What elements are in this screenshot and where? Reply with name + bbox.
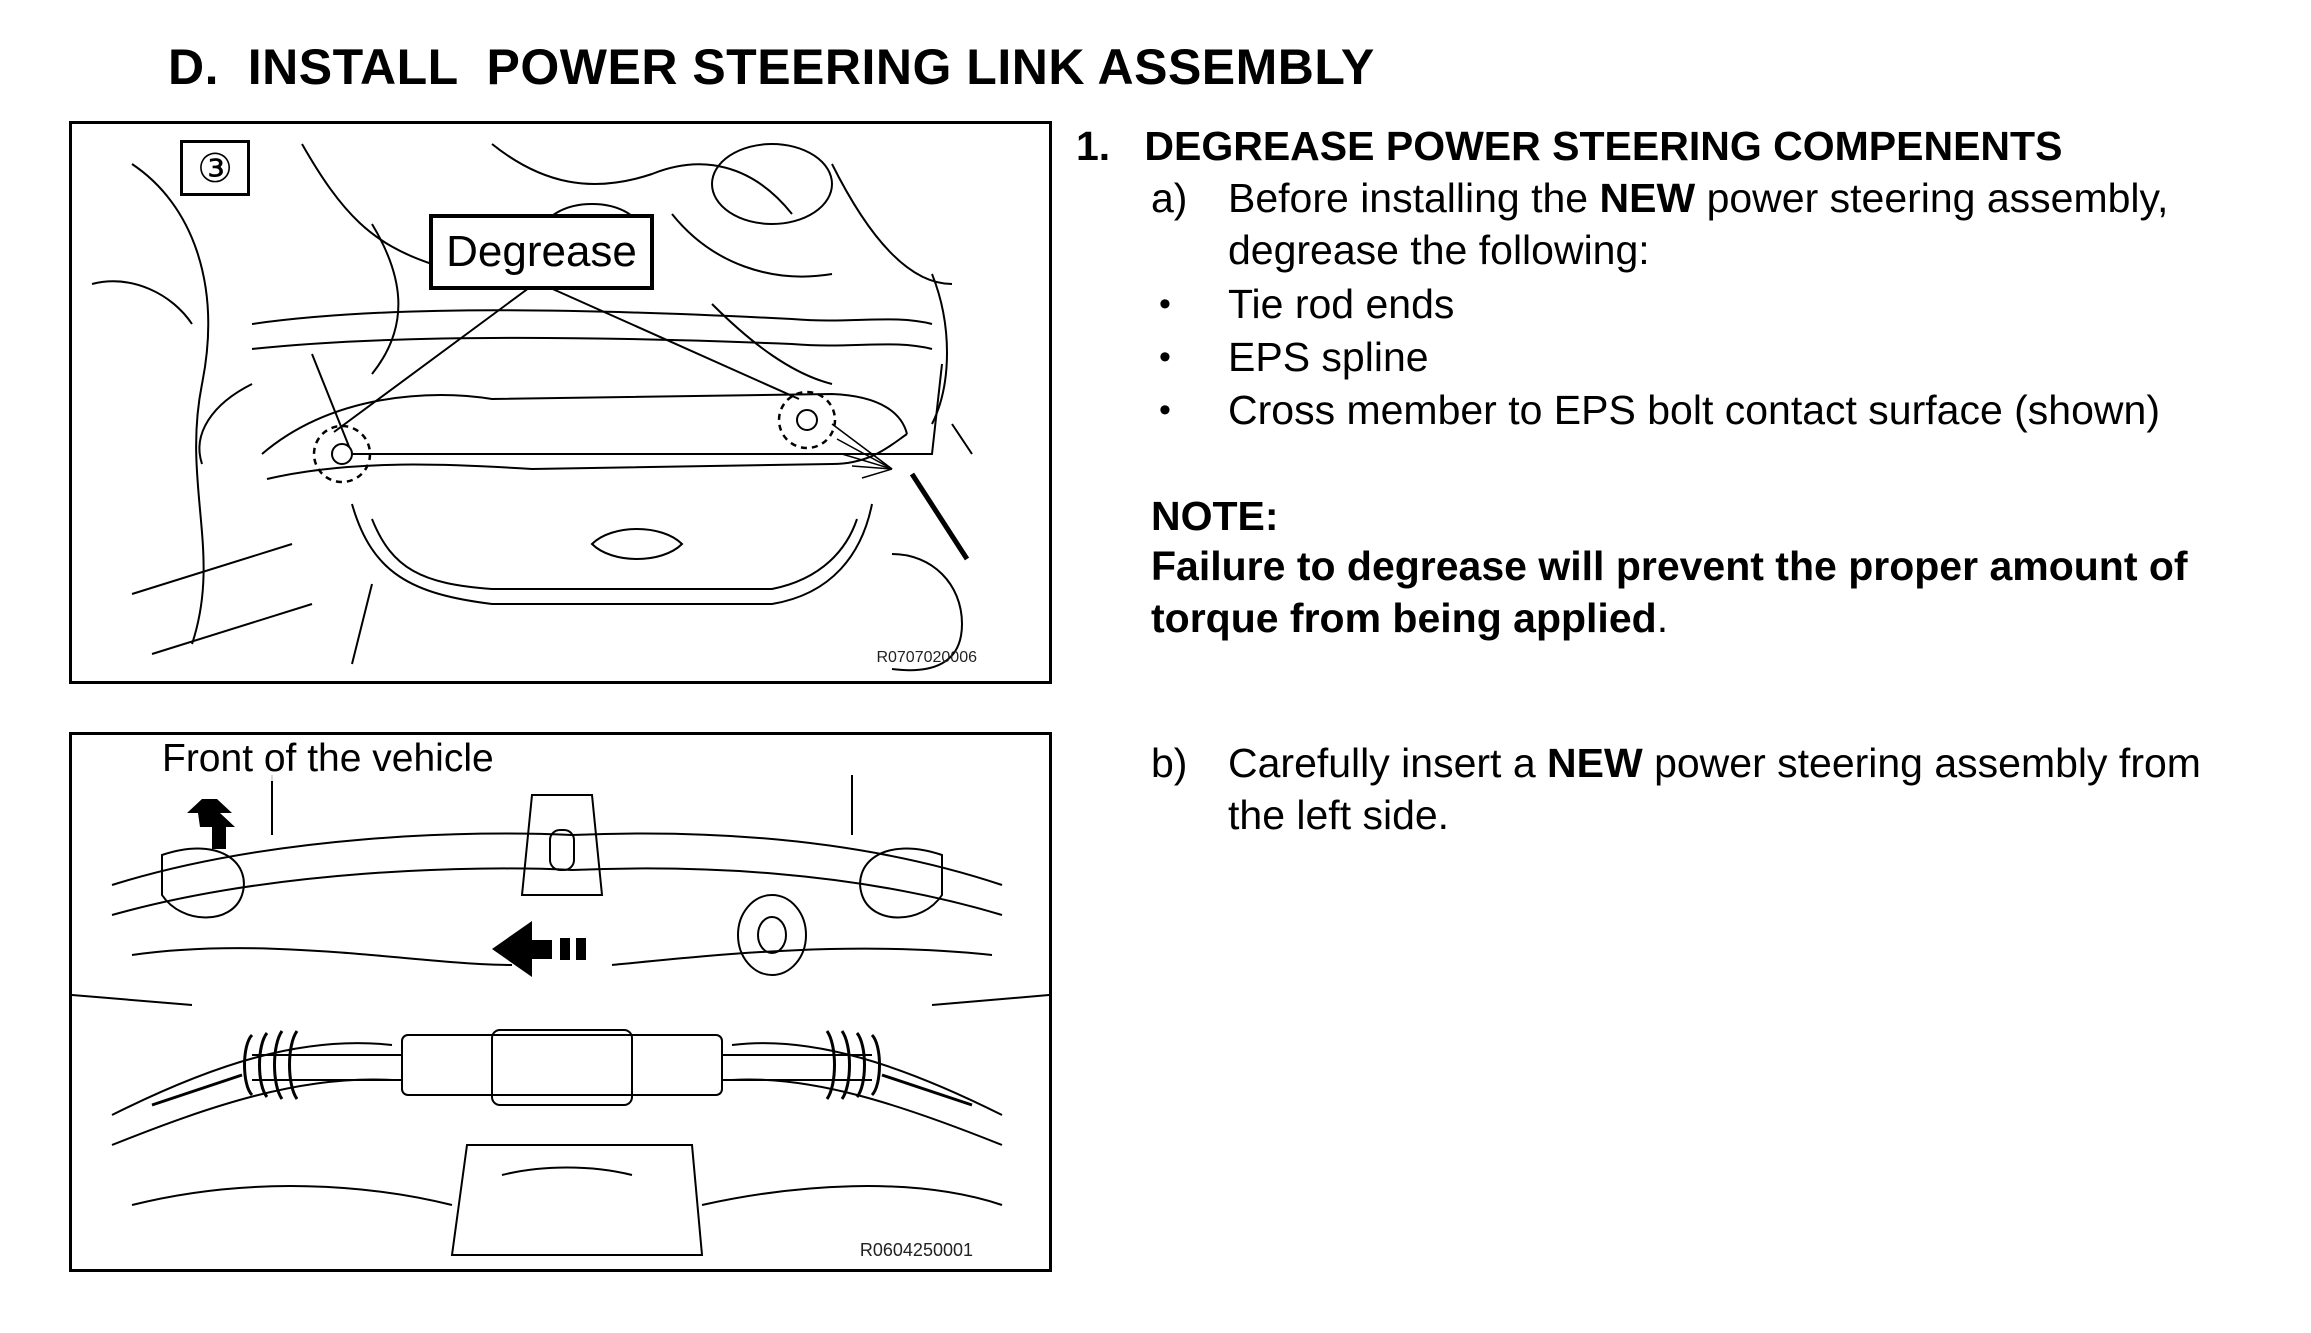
crossmember-line-drawing [91,143,973,672]
substep-marker: a) [1151,175,1188,221]
figure-code: R0707020006 [876,649,977,666]
note-text: Failure to degrease will prevent the pro… [1151,543,2188,641]
substep-text-line1: Before installing the NEW power steering… [1228,175,2169,221]
degrease-illustration: ③ Degrease R0707020006 [69,121,1052,684]
front-of-vehicle-label: Front of the vehicle [158,737,498,781]
substep-text-line1: Carefully insert a NEW power steering as… [1228,740,2201,786]
step-callout-number: ③ [180,140,250,196]
bullet-icon: • [1159,285,1171,323]
figure-code: R0604250001 [859,1240,973,1260]
steering-rack-line-drawing [72,775,1049,1256]
steering-insert-illustration: Front of the vehicle R0604250001 [69,732,1052,1272]
bullet-icon: • [1159,338,1171,376]
bullet-icon: • [1159,391,1171,429]
step-title: 1. DEGREASE POWER STEERING COMPENENTS [1076,123,2063,169]
substep-marker: b) [1151,740,1188,786]
degrease-label: Degrease [429,214,654,290]
note-title: NOTE: [1151,493,1279,539]
section-title: D. INSTALL POWER STEERING LINK ASSEMBLY [168,39,1375,95]
